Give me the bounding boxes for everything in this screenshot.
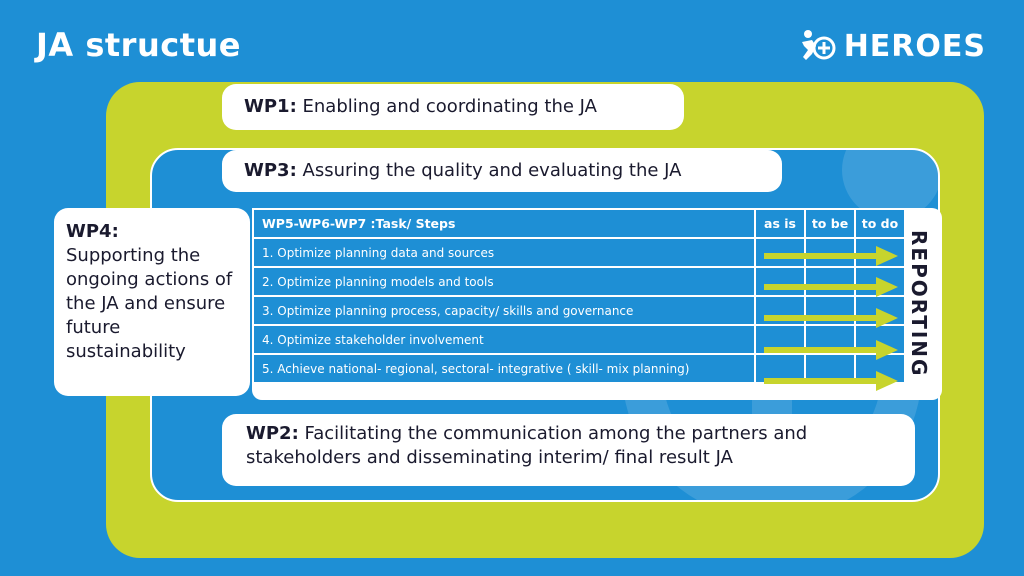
arrow-icon — [764, 340, 898, 360]
wp2-text: Facilitating the communication among the… — [246, 423, 808, 468]
header-steps: WP5-WP6-WP7 :Task/ Steps — [252, 208, 756, 239]
header-to-be: to be — [804, 208, 856, 239]
brand-logo: HEROES — [800, 28, 986, 64]
table-header-row: WP5-WP6-WP7 :Task/ Steps as is to be to … — [252, 208, 906, 239]
wp1-box: WP1: Enabling and coordinating the JA — [222, 84, 684, 130]
step-label: 3. Optimize planning process, capacity/ … — [252, 295, 756, 326]
wp3-code: WP3: — [244, 160, 297, 181]
step-label: 5. Achieve national- regional, sectoral-… — [252, 353, 756, 384]
arrow-icon — [764, 308, 898, 328]
brand-name: HEROES — [843, 28, 986, 64]
wp4-box: WP4: Supporting the ongoing actions of t… — [54, 208, 250, 396]
table-row: 5. Achieve national- regional, sectoral-… — [252, 353, 906, 384]
reporting-text: REPORTING — [907, 230, 931, 378]
wp3-text: Assuring the quality and evaluating the … — [302, 160, 682, 181]
arrow-icon — [764, 277, 898, 297]
table-row: 1. Optimize planning data and sources — [252, 237, 906, 268]
table-row: 2. Optimize planning models and tools — [252, 266, 906, 297]
heroes-logo-icon — [801, 30, 836, 60]
wp1-text: Enabling and coordinating the JA — [302, 96, 597, 117]
reporting-label: REPORTING — [904, 218, 934, 390]
page-title: JA structue — [36, 26, 241, 64]
header-as-is: as is — [754, 208, 806, 239]
step-label: 1. Optimize planning data and sources — [252, 237, 756, 268]
wp4-text: Supporting the ongoing actions of the JA… — [66, 245, 233, 362]
header-to-do: to do — [854, 208, 906, 239]
arrow-icon — [764, 246, 898, 266]
wp4-code: WP4: — [66, 221, 119, 242]
wp2-code: WP2: — [246, 423, 299, 444]
wp3-box: WP3: Assuring the quality and evaluating… — [222, 150, 782, 192]
wp1-code: WP1: — [244, 96, 297, 117]
step-label: 2. Optimize planning models and tools — [252, 266, 756, 297]
step-label: 4. Optimize stakeholder involvement — [252, 324, 756, 355]
arrow-icon — [764, 371, 898, 391]
wp2-box: WP2: Facilitating the communication amon… — [222, 414, 915, 486]
